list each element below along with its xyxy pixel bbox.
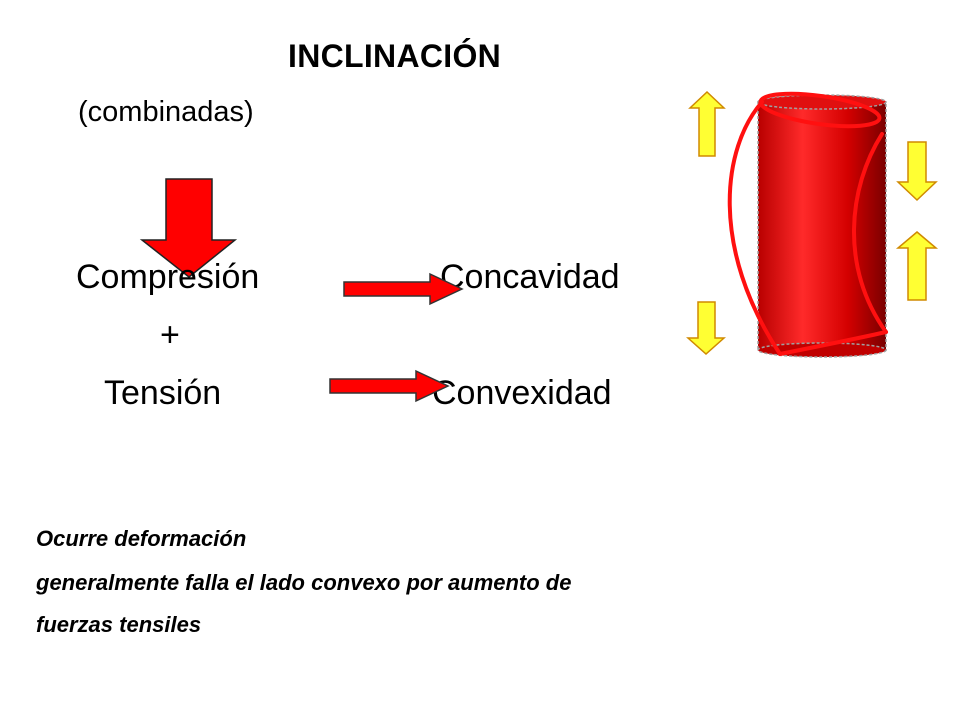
yellow-down-arrow-icon <box>686 301 726 356</box>
page-subtitle: (combinadas) <box>78 96 254 128</box>
concavity-label: Concavidad <box>440 258 620 296</box>
note-line-3: fuerzas tensiles <box>36 612 202 637</box>
compression-right-arrow-icon <box>343 272 464 306</box>
page-title: INCLINACIÓN <box>288 38 502 74</box>
convexity-label: Convexidad <box>432 374 612 412</box>
note-line-2: generalmente falla el lado convexo por a… <box>36 570 572 595</box>
yellow-up-arrow-icon <box>895 231 939 301</box>
cylinder-shape <box>757 94 887 358</box>
yellow-down-arrow-icon <box>896 141 938 202</box>
note-line-1: Ocurre deformación <box>36 526 247 551</box>
tension-right-arrow-icon <box>329 369 450 403</box>
compression-down-arrow-icon <box>139 178 238 278</box>
tension-label: Tensión <box>104 374 222 412</box>
compression-label: Compresión <box>76 258 260 296</box>
yellow-up-arrow-icon <box>688 90 726 157</box>
deformation-outline <box>727 91 888 356</box>
bending-cylinder-diagram <box>686 90 939 358</box>
plus-sign: + <box>160 316 180 354</box>
